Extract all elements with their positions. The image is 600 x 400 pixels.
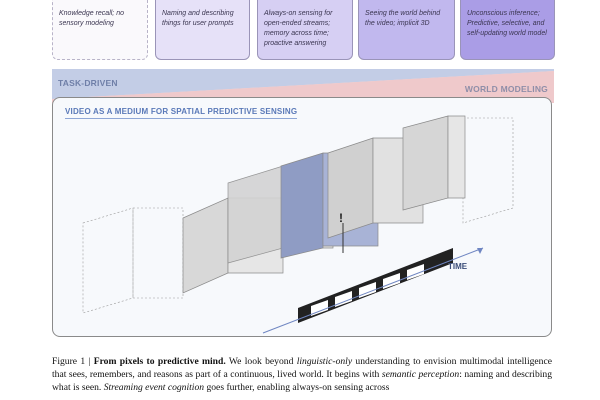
time-label: TIME xyxy=(448,262,468,271)
caption-emph: linguistic-only xyxy=(296,356,353,367)
task-driven-label: TASK-DRIVEN xyxy=(58,78,118,88)
caption-text: goes further, enabling always-on sensing… xyxy=(204,382,390,393)
caption-text: : naming and describing what is seen. xyxy=(52,369,553,393)
stage-card-3: Seeing the world behind the video; impli… xyxy=(358,0,455,60)
time-arrow xyxy=(262,247,484,334)
panel-title: VIDEO AS A MEDIUM FOR SPATIAL PREDICTIVE… xyxy=(65,107,298,119)
caption-title: From pixels to predictive mind. xyxy=(93,356,226,367)
video-frames-illustration: ! xyxy=(82,115,514,334)
world-modeling-label: WORLD MODELING xyxy=(464,84,548,94)
stage-text: Unconscious inference; Predictive, selec… xyxy=(467,10,547,37)
video-illustration-panel: VIDEO AS A MEDIUM FOR SPATIAL PREDICTIVE… xyxy=(52,97,552,337)
figure-label: Figure 1 | xyxy=(52,356,94,367)
figure-caption: Figure 1 | From pixels to predictive min… xyxy=(52,355,552,394)
stage-text: Knowledge recall; no sensory modeling xyxy=(59,10,124,27)
caption-text: understanding to envision multimodal int… xyxy=(52,356,552,380)
stage-card-2: Always-on sensing for open-ended streams… xyxy=(257,0,353,60)
stage-text: Naming and describing things for user pr… xyxy=(162,10,234,27)
film-strip xyxy=(298,248,453,323)
stage-card-4: Unconscious inference; Predictive, selec… xyxy=(460,0,555,60)
caption-emph: Streaming event cognition xyxy=(103,382,205,393)
task-to-world-gradient-banner: TASK-DRIVEN WORLD MODELING xyxy=(52,69,554,103)
alert-icon: ! xyxy=(339,211,343,225)
caption-text: We look beyond xyxy=(225,356,297,367)
stage-text: Seeing the world behind the video; impli… xyxy=(365,10,441,27)
stage-text: Always-on sensing for open-ended streams… xyxy=(264,10,333,47)
caption-emph: semantic perception xyxy=(381,369,460,380)
stage-card-0: Knowledge recall; no sensory modeling xyxy=(52,0,148,60)
stage-card-1: Naming and describing things for user pr… xyxy=(155,0,250,60)
